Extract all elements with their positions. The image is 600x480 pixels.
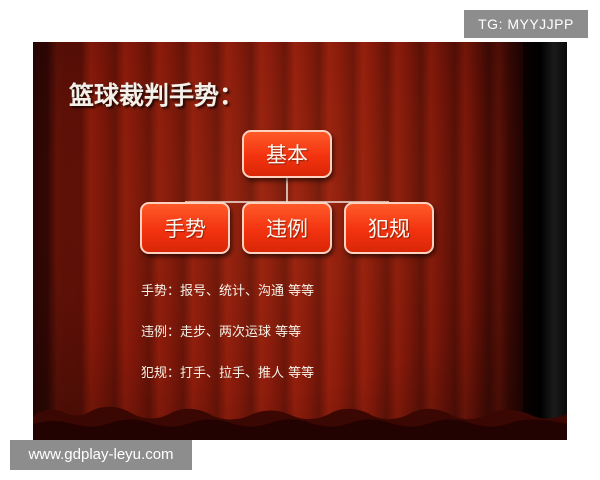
diagram-node-violations: 违例 [242,202,332,254]
note-fouls: 犯规：打手、拉手、推人 等等 [141,366,315,381]
notes-list: 手势：报号、统计、沟通 等等 违例：走步、两次运球 等等 犯规：打手、拉手、推人… [141,282,314,405]
stage-side-shadow [523,42,567,440]
curtain-valance [33,406,567,440]
note-gestures: 手势：报号、统计、沟通 等等 [141,284,315,299]
telegram-badge: TG: MYYJJPP [464,10,588,38]
site-watermark: www.gdplay-leyu.com [10,440,192,470]
slide-title: 篮球裁判手势： [69,81,245,110]
diagram-node-gestures: 手势 [140,202,230,254]
diagram-node-fouls: 犯规 [344,202,434,254]
presentation-slide: 篮球裁判手势： 基本 手势 违例 犯规 手势：报号、统计、沟通 等等 违例：走步… [33,42,567,440]
note-violations: 违例：走步、两次运球 等等 [141,325,302,340]
diagram-root-node: 基本 [242,130,332,178]
